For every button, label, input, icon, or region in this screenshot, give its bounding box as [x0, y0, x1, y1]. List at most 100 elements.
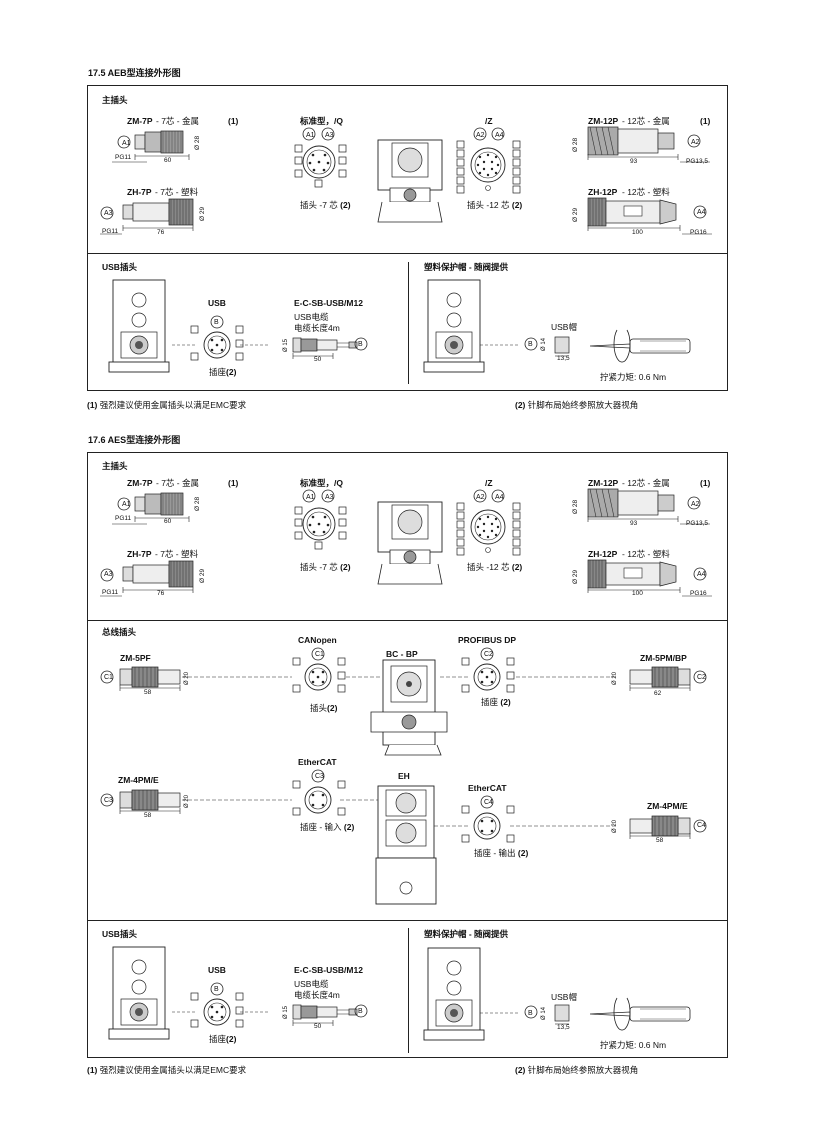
zh7p-desc: - 7芯 - 塑料 [155, 549, 198, 559]
zh7p-pg: PG11 [102, 228, 119, 235]
ethercat-in-ref: C3 [315, 773, 324, 780]
section-title-17-5: 17.5 AEB型连接外形图 [88, 68, 181, 78]
zm7p-name: ZM-7P [127, 116, 153, 126]
divider [408, 262, 409, 384]
cable-name: E-C-SB-USB/M12 [294, 965, 363, 975]
amplifier-side [377, 139, 443, 223]
zm7p-desc: - 7芯 - 金属 [156, 478, 199, 488]
zm4pme-length: 58 [144, 812, 152, 819]
ethercat-in-label: EtherCAT [298, 757, 337, 767]
main-plug-heading: 主插头 [102, 461, 128, 471]
zm5pf-name: ZM-5PF [120, 653, 151, 663]
zm7p-length: 60 [164, 157, 172, 164]
cable-desc-2: 电缆长度4m [294, 990, 340, 1000]
usb-caption: 插座(2) [209, 367, 237, 377]
canopen-ref: C1 [315, 651, 324, 658]
zm12p-note: (1) [700, 478, 711, 488]
usb-ref: B [214, 319, 219, 326]
z-ref-a2: A2 [476, 494, 485, 501]
ethercat-out-ref: C4 [484, 799, 493, 806]
std-ref-a3: A3 [325, 132, 334, 139]
zm7p-length: 60 [164, 518, 172, 525]
zm4pme-right-length: 58 [656, 837, 664, 844]
cap-label: USB帽 [551, 992, 577, 1002]
zh12p-name: ZH-12P [588, 187, 618, 197]
std-ref-a1: A1 [306, 132, 315, 139]
cable-length: 50 [314, 356, 322, 363]
usb-label: USB [208, 298, 226, 308]
torque-note: 拧紧力矩: 0.6 Nm [600, 372, 667, 382]
zh7p-name: ZH-7P [127, 549, 152, 559]
zh12p-ref: A4 [697, 571, 706, 578]
zh12p-name: ZH-12P [588, 549, 618, 559]
zh12p-ref: A4 [697, 209, 706, 216]
divider [87, 253, 728, 254]
profibus-label: PROFIBUS DP [458, 635, 517, 645]
usb-plug-heading: USB插头 [102, 929, 137, 939]
zm12p-length: 93 [630, 520, 638, 527]
std-label: 标准型，/Q [300, 116, 343, 126]
zm12p-pg: PG13,5 [686, 520, 709, 527]
zm7p-name: ZM-7P [127, 478, 153, 488]
zm7p-drawing [112, 130, 190, 163]
z-caption: 插头 -12 芯 (2) [467, 200, 523, 210]
zh12p-length: 100 [632, 229, 643, 236]
std-ref-a1: A1 [306, 494, 315, 501]
canopen-caption: 插头(2) [310, 703, 338, 713]
cap-drawing [480, 336, 570, 357]
zm7p-note: (1) [228, 116, 239, 126]
z-label: /Z [485, 478, 493, 488]
zm7p-pg: PG11 [115, 515, 132, 522]
ethercat-out-label: EtherCAT [468, 783, 507, 793]
divider [408, 928, 409, 1053]
zm4pme-right-ref: C4 [697, 822, 706, 829]
cap-heading: 塑料保护帽 - 随阀提供 [424, 262, 509, 272]
usb-label: USB [208, 965, 226, 975]
torque-note: 拧紧力矩: 0.6 Nm [600, 1040, 667, 1050]
zh12p-pg: PG16 [690, 229, 707, 236]
zm12p-pg: PG13,5 [686, 158, 709, 165]
cable-desc-1: USB电缆 [294, 979, 329, 989]
zh7p-length: 76 [157, 590, 165, 597]
zm12p-name: ZM-12P [588, 478, 619, 488]
zm4pme-name: ZM-4PM/E [118, 775, 159, 785]
zm5pf-length: 58 [144, 689, 152, 696]
cable-ref: B [358, 1008, 363, 1015]
screwdriver-icon [589, 329, 691, 363]
divider [87, 920, 728, 921]
zm12p-note: (1) [700, 116, 711, 126]
panel-17-5 [87, 85, 728, 391]
zm5pmbp-name: ZM-5PM/BP [640, 653, 687, 663]
zm7p-ref: A1 [122, 501, 131, 508]
cap-heading: 塑料保护帽 - 随阀提供 [424, 929, 509, 939]
ethercat-out-caption: 插座 - 输出 (2) [474, 848, 529, 858]
cap-length: 13,5 [557, 1024, 570, 1031]
zm12p-name: ZM-12P [588, 116, 619, 126]
cap-length: 13,5 [557, 355, 570, 362]
usb-amplifier [108, 279, 170, 373]
z-pin-diagram [456, 127, 521, 194]
z-ref-a2: A2 [476, 132, 485, 139]
zm12p-drawing [587, 126, 710, 163]
zm12p-desc: - 12芯 - 金属 [622, 116, 670, 126]
zh12p-desc: - 12芯 - 塑料 [622, 187, 670, 197]
zm12p-ref: A2 [691, 139, 700, 146]
zm4pme-ref: C3 [104, 797, 113, 804]
cap-block-17-6 [423, 947, 691, 1041]
section-title-17-6: 17.6 AES型连接外形图 [88, 435, 181, 445]
zm5pmbp-ref: C2 [697, 674, 706, 681]
profibus-caption: 插座 (2) [481, 697, 511, 707]
zh7p-desc: - 7芯 - 塑料 [155, 187, 198, 197]
panel-17-6 [87, 452, 728, 1058]
bus-plug-heading: 总线插头 [102, 627, 137, 637]
zm7p-ref: A1 [122, 140, 131, 147]
zh12p-drawing [587, 197, 712, 235]
z-caption: 插头 -12 芯 (2) [467, 562, 523, 572]
main-plugs-17-6 [100, 488, 712, 597]
cable-desc-1: USB电缆 [294, 312, 329, 322]
usb-ref: B [214, 986, 219, 993]
cap-ref: B [528, 341, 533, 348]
cap-amplifier [423, 279, 485, 373]
footnote-2: (2) 针脚布局始终参照放大器视角 [515, 400, 639, 410]
